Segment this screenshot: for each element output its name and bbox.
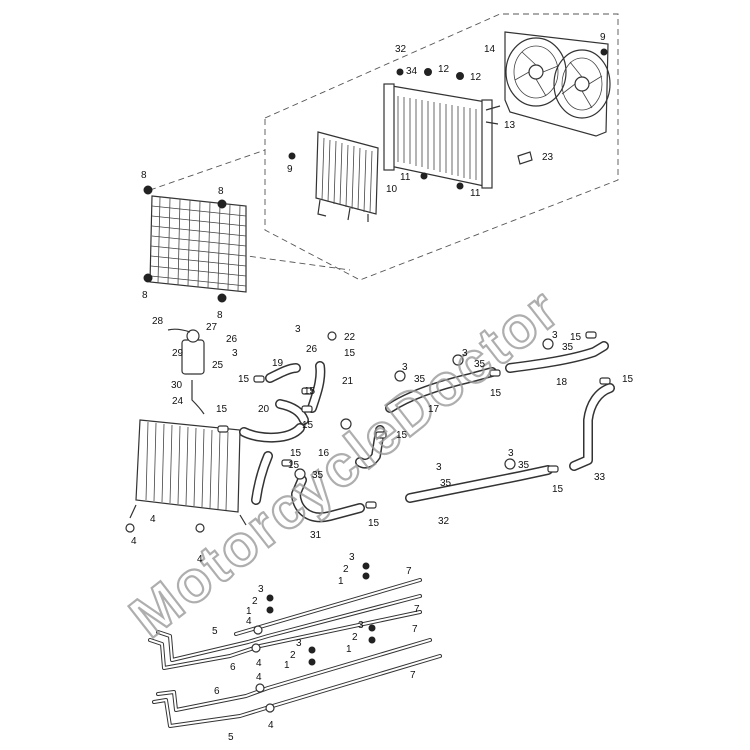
callout-5-a: 5 — [212, 626, 218, 637]
callout-7-a: 7 — [406, 566, 412, 577]
callout-4-g: 4 — [268, 720, 274, 731]
callout-22: 22 — [344, 332, 356, 343]
callout-30: 30 — [171, 380, 183, 391]
callout-4-b: 4 — [131, 536, 137, 547]
callout-9-b: 9 — [287, 164, 293, 175]
callout-35-f: 35 — [518, 460, 530, 471]
callout-13: 13 — [504, 120, 516, 131]
callout-1-d: 1 — [284, 660, 290, 671]
callout-35-a: 35 — [312, 470, 324, 481]
coolant-reservoir — [167, 328, 205, 415]
callout-1-b: 1 — [246, 606, 252, 617]
callout-5-b: 5 — [228, 732, 234, 743]
callout-15-h: 15 — [490, 388, 502, 399]
callout-15-d: 15 — [304, 386, 316, 397]
callout-3-i: 3 — [258, 584, 264, 595]
callout-7-c: 7 — [412, 624, 418, 635]
oil-lines — [148, 578, 442, 728]
callout-32-bottom: 32 — [438, 516, 450, 527]
callout-12-a: 12 — [438, 64, 450, 75]
callout-4-f: 4 — [256, 672, 262, 683]
callout-3-j: 3 — [358, 620, 364, 631]
callout-18: 18 — [556, 377, 568, 388]
callout-11-b: 11 — [470, 188, 481, 199]
callout-3-b: 3 — [295, 324, 301, 335]
callout-35-c: 35 — [474, 359, 486, 370]
callout-35-b: 35 — [414, 374, 426, 385]
callout-3-c: 3 — [402, 362, 408, 373]
callout-3-h: 3 — [349, 552, 355, 563]
callout-8-b: 8 — [218, 186, 224, 197]
callout-15-l: 15 — [552, 484, 564, 495]
callout-31: 31 — [310, 530, 322, 541]
callout-7-d: 7 — [410, 670, 416, 681]
callout-35-e: 35 — [440, 478, 452, 489]
callout-3-a: 3 — [232, 348, 238, 359]
oil-cooler — [315, 131, 379, 222]
callout-15-b: 15 — [344, 348, 356, 359]
callout-20: 20 — [258, 404, 270, 415]
callout-15-c: 15 — [238, 374, 250, 385]
callout-6-b: 6 — [214, 686, 220, 697]
callout-4-d: 4 — [246, 616, 252, 627]
callout-3-g: 3 — [508, 448, 514, 459]
callout-29: 29 — [172, 348, 184, 359]
callout-25: 25 — [212, 360, 224, 371]
callout-8-c: 8 — [142, 290, 148, 301]
callout-26-a: 26 — [226, 334, 238, 345]
callout-23: 23 — [542, 152, 554, 163]
callout-8-d: 8 — [217, 310, 223, 321]
callout-24: 24 — [172, 396, 184, 407]
callout-15-m: 15 — [368, 518, 380, 529]
callout-3-f: 3 — [436, 462, 442, 473]
callout-26-b: 26 — [306, 344, 318, 355]
callout-10: 10 — [386, 184, 398, 195]
main-radiator — [383, 83, 501, 189]
callout-15-a: 15 — [216, 404, 228, 415]
callout-16: 16 — [318, 448, 330, 459]
callout-4-e: 4 — [256, 658, 262, 669]
callout-34: 34 — [406, 66, 418, 77]
callout-21: 21 — [342, 376, 354, 387]
callout-3-k: 3 — [296, 638, 302, 649]
callout-32-top: 32 — [395, 44, 407, 55]
callout-12-b: 12 — [470, 72, 482, 83]
callout-33: 33 — [594, 472, 606, 483]
callout-17: 17 — [428, 404, 440, 415]
radiator-assembly-boundary — [149, 13, 619, 281]
callout-3-d: 3 — [462, 348, 468, 359]
callout-2-b: 2 — [252, 596, 258, 607]
callout-15-e: 15 — [302, 420, 314, 431]
hardware — [125, 48, 611, 713]
fan-shroud — [504, 31, 611, 137]
callout-15-j: 15 — [570, 332, 582, 343]
callout-19: 19 — [272, 358, 284, 369]
callout-4-c: 4 — [197, 554, 203, 565]
callout-8-a: 8 — [141, 170, 147, 181]
callout-3-e: 3 — [552, 330, 558, 341]
lower-radiator — [129, 419, 247, 526]
callout-11-a: 11 — [400, 172, 411, 183]
callout-15-g: 15 — [288, 460, 300, 471]
callout-7-b: 7 — [414, 604, 420, 615]
callout-6-a: 6 — [230, 662, 236, 673]
callout-15-f: 15 — [290, 448, 302, 459]
callout-2-d: 2 — [290, 650, 296, 661]
callout-4-a: 4 — [150, 514, 156, 525]
callout-2-a: 2 — [343, 564, 349, 575]
callout-9-a: 9 — [600, 32, 606, 43]
callout-1-a: 1 — [338, 576, 344, 587]
coolant-hoses — [239, 341, 615, 523]
callout-15-i: 15 — [396, 430, 408, 441]
callout-2-c: 2 — [352, 632, 358, 643]
callout-28: 28 — [152, 316, 164, 327]
radiator-guard — [149, 195, 247, 293]
callouts: 32 34 12 12 14 9 13 9 23 11 11 10 8 8 8 … — [131, 32, 634, 743]
callout-15-k: 15 — [622, 374, 634, 385]
callout-35-d: 35 — [562, 342, 574, 353]
callout-1-c: 1 — [346, 644, 352, 655]
callout-27: 27 — [206, 322, 218, 333]
callout-14: 14 — [484, 44, 496, 55]
